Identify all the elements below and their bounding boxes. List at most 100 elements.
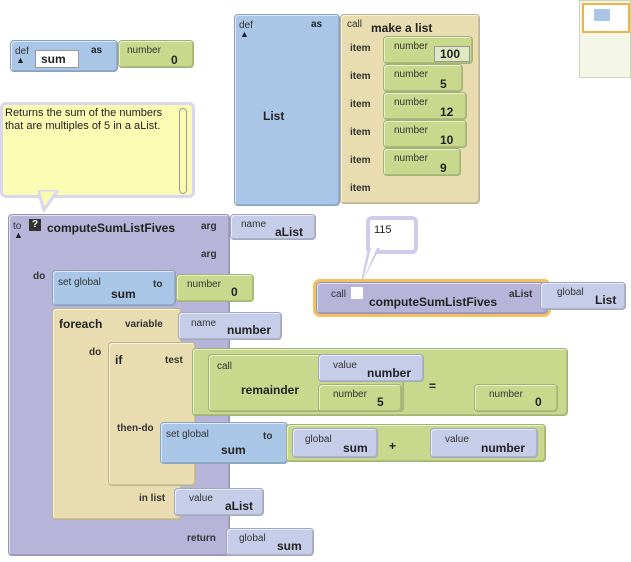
list-item-number-block[interactable]: number 12	[383, 92, 467, 120]
list-item-number-block[interactable]: number 100	[383, 36, 473, 64]
then-do-label: then-do	[117, 423, 154, 434]
number-block-0[interactable]: number 0	[118, 40, 194, 68]
in-list-label: in list	[139, 493, 166, 504]
call-keyword: call	[347, 19, 363, 30]
bubble-pointer	[360, 248, 380, 286]
comment-pointer	[38, 190, 60, 212]
procedure-name: computeSumListFives	[369, 295, 498, 309]
remainder-label: remainder	[241, 383, 300, 397]
arg-label: arg	[201, 249, 217, 260]
name-label: name	[191, 318, 217, 329]
help-icon[interactable]: ?	[29, 219, 41, 231]
list-item-number-block[interactable]: number 9	[383, 148, 461, 176]
list-variable-name[interactable]: List	[263, 109, 285, 123]
global-sum-return-block[interactable]: global sum	[226, 528, 314, 556]
make-a-list-label: make a list	[371, 21, 433, 35]
result-bubble: 115	[366, 216, 418, 254]
number-label: number	[187, 279, 221, 290]
collapse-triangle-icon[interactable]: ▲	[240, 29, 249, 39]
number-block[interactable]: number 5	[318, 384, 402, 412]
list-item-number-block[interactable]: number 5	[383, 64, 463, 92]
value-var-name[interactable]: aList	[225, 499, 254, 513]
item-label: item	[350, 71, 371, 82]
number-label: number	[127, 45, 161, 56]
call-procedure-block[interactable]: call computeSumListFives aList	[313, 279, 551, 317]
procedure-name[interactable]: computeSumListFives	[47, 221, 176, 235]
number-value[interactable]: 5	[440, 77, 447, 91]
arg-name-block[interactable]: name aList	[230, 214, 316, 240]
number-value[interactable]: 0	[535, 395, 542, 409]
global-var-name[interactable]: List	[595, 293, 617, 307]
def-list-block[interactable]: def ▲ as List	[234, 14, 340, 206]
collapse-triangle-icon[interactable]: ▲	[14, 230, 23, 240]
value-alist-block[interactable]: value aList	[174, 488, 264, 516]
global-var-name[interactable]: sum	[277, 539, 302, 553]
item-label: item	[350, 43, 371, 54]
set-global-label: set global	[166, 429, 209, 440]
procedure-comment[interactable]: Returns the sum of the numbers that are …	[0, 102, 195, 198]
if-block[interactable]: if test then-do	[108, 342, 196, 486]
return-label: return	[187, 533, 216, 544]
number-block[interactable]: number 0	[176, 274, 254, 302]
workspace-minimap[interactable]	[579, 0, 631, 78]
call-keyword: call	[331, 289, 347, 300]
number-value[interactable]: 12	[440, 105, 454, 119]
to-keyword: to	[13, 221, 22, 232]
do-label: do	[33, 271, 46, 282]
arg-name[interactable]: aList	[275, 225, 304, 239]
comment-text[interactable]: Returns the sum of the numbers that are …	[5, 107, 163, 132]
global-var-name[interactable]: sum	[221, 443, 246, 457]
def-keyword: def	[15, 46, 29, 57]
set-global-sum-then-block[interactable]: set global sum to	[160, 422, 288, 464]
item-label: item	[350, 155, 371, 166]
set-global-sum-block[interactable]: set global sum to	[52, 270, 176, 306]
global-sum-getter-block[interactable]: global sum	[292, 428, 378, 458]
call-keyword: call	[217, 361, 233, 372]
do-label: do	[89, 347, 102, 358]
value-label: value	[189, 493, 213, 504]
number-value[interactable]: 5	[377, 395, 384, 409]
def-keyword: def	[239, 20, 253, 31]
global-var-name[interactable]: sum	[343, 441, 368, 455]
number-value[interactable]: 100	[440, 47, 461, 61]
value-number-getter-block[interactable]: value number	[430, 428, 538, 458]
item-label: item	[350, 127, 371, 138]
number-value[interactable]: 0	[231, 285, 238, 299]
number-block[interactable]: number 0	[474, 384, 558, 412]
foreach-var-name[interactable]: number	[227, 323, 272, 337]
number-label: number	[394, 97, 428, 108]
comment-scrollbar[interactable]	[179, 108, 187, 194]
if-label: if	[115, 353, 123, 367]
collapse-triangle-icon[interactable]: ▲	[16, 55, 25, 65]
as-keyword: as	[91, 45, 103, 56]
value-var-name[interactable]: number	[367, 366, 412, 380]
arg-label: arg	[201, 221, 217, 232]
number-label: number	[333, 389, 367, 400]
foreach-label: foreach	[59, 317, 103, 331]
equals-operator[interactable]: =	[429, 379, 437, 393]
to-keyword: to	[153, 279, 163, 290]
variable-name-field[interactable]	[35, 50, 79, 68]
def-sum-block[interactable]: def ▲ sum as	[10, 40, 118, 72]
number-value[interactable]: 9	[440, 161, 447, 175]
minimap-viewport[interactable]	[582, 3, 630, 33]
number-label: number	[394, 41, 428, 52]
to-keyword: to	[263, 431, 273, 442]
value-label: value	[445, 434, 469, 445]
list-item-number-block[interactable]: number 10	[383, 120, 467, 148]
global-list-getter-block[interactable]: global List	[540, 282, 626, 310]
variable-name: sum	[41, 52, 66, 66]
foreach-variable-name-block[interactable]: name number	[178, 312, 282, 340]
set-global-label: set global	[58, 277, 101, 288]
global-var-name[interactable]: sum	[111, 287, 136, 301]
result-checkbox[interactable]	[351, 287, 363, 299]
value-label: value	[333, 360, 357, 371]
value-number-block[interactable]: value number	[318, 354, 424, 382]
number-label: number	[394, 153, 428, 164]
value-var-name[interactable]: number	[481, 441, 526, 455]
number-value[interactable]: 10	[440, 133, 454, 147]
plus-operator[interactable]: +	[389, 439, 397, 453]
minimap-block	[594, 9, 610, 21]
number-value-field[interactable]	[434, 46, 470, 62]
number-value[interactable]: 0	[171, 53, 178, 67]
